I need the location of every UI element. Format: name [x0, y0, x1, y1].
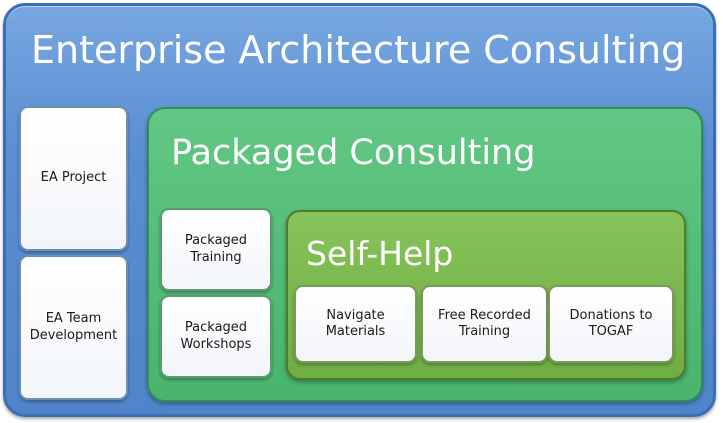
ea-team-development-box: EA Team Development	[19, 255, 128, 400]
packaged-workshops-box: Packaged Workshops	[160, 295, 272, 378]
packaged-workshops-label: Packaged Workshops	[180, 320, 252, 352]
navigate-materials-label: Navigate Materials	[325, 307, 386, 339]
self-help-title: Self-Help	[306, 234, 454, 273]
free-recorded-training-box: Free Recorded Training	[421, 285, 548, 363]
packaged-training-label: Packaged Training	[184, 233, 248, 265]
donations-to-togaf-label: Donations to TOGAF	[569, 307, 653, 339]
navigate-materials-box: Navigate Materials	[294, 285, 417, 363]
enterprise-architecture-consulting-title: Enterprise Architecture Consulting	[31, 28, 686, 72]
ea-project-label: EA Project	[40, 170, 107, 186]
packaged-training-box: Packaged Training	[160, 208, 272, 291]
donations-to-togaf-box: Donations to TOGAF	[548, 285, 674, 363]
ea-team-development-label: EA Team Development	[29, 311, 118, 343]
packaged-consulting-title: Packaged Consulting	[171, 133, 536, 173]
free-recorded-training-label: Free Recorded Training	[438, 307, 531, 339]
ea-project-box: EA Project	[19, 106, 128, 251]
